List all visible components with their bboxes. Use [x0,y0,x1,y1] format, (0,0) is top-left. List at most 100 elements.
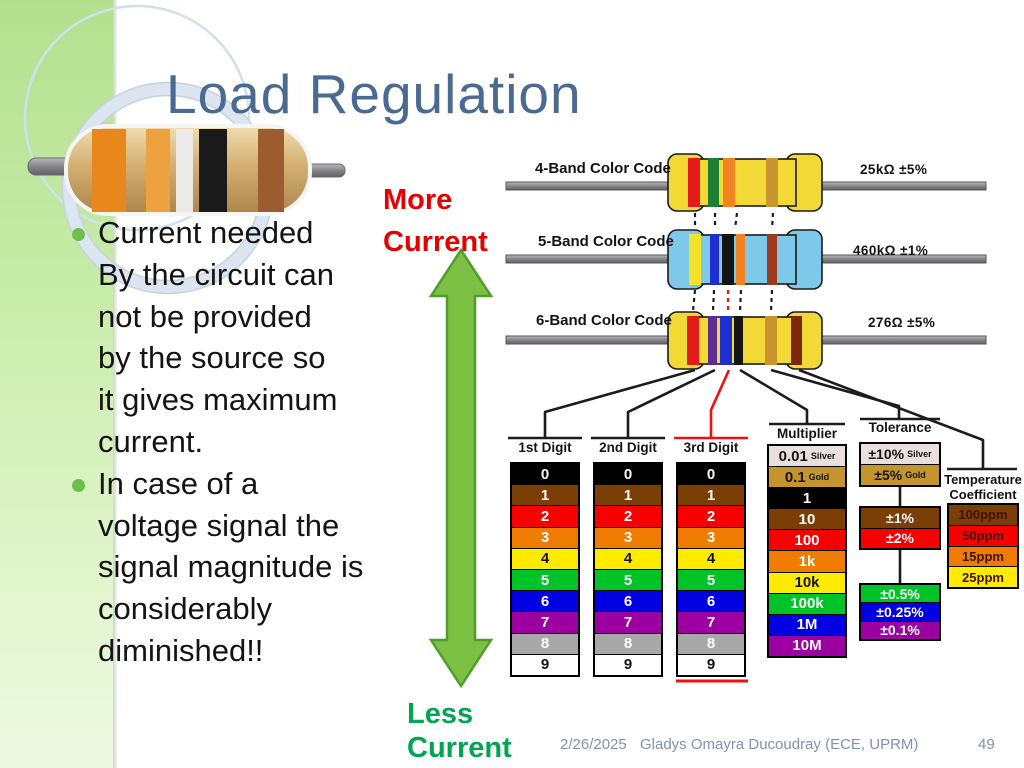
table-cell: 1k [769,550,845,572]
tempco-header: Temperature Coefficient [938,472,1024,502]
table-cell: 9 [512,653,578,676]
table-cell: 1 [595,484,661,506]
table-cell: 3 [678,526,744,548]
table-cell: 10k [769,571,845,593]
five-band-value: 460kΩ ±1% [853,243,929,258]
tempco-header-line2: Coefficient [949,487,1017,502]
digit-column-header: 1st Digit [518,440,572,455]
bullet-line: it gives maximum [98,382,338,418]
table-cell: 1 [512,484,578,506]
table-cell: 9 [678,653,744,676]
table-cell: 9 [595,653,661,676]
more-current-line: More [383,184,453,216]
table-cell: 25ppm [949,566,1017,587]
strip-shadow-divider [113,0,117,768]
dashed-connectors [691,212,775,312]
less-current-line: Less [407,698,474,730]
table-cell: 5 [678,569,744,591]
fanout-lines [508,368,1017,583]
less-current-line: Current [407,732,512,764]
bullet-list: Current needed By the circuit can not be p… [72,212,408,672]
bullet-line: current. [98,423,204,459]
bullet-dot [72,478,85,492]
bullet-line: By the circuit can [98,256,335,292]
bullet-line: In case of a [98,465,259,501]
table-cell: 100 [769,529,845,551]
more-less-current-arrow [428,247,494,689]
digit-column-header: 3rd Digit [683,440,739,455]
multiplier-header: Multiplier [777,426,837,441]
bullet-line: not be provided [98,298,312,334]
table-cell: 4 [595,547,661,570]
table-cell: 8 [678,632,744,654]
table-cell: 7 [595,611,661,633]
footer-page-number: 49 [978,736,995,753]
table-cell: ±0.1% [861,620,939,639]
cell-suffix: Silver [810,451,836,462]
resistor-bands [687,158,802,365]
table-cell: ±2% [861,527,939,548]
table-cell: 1 [678,484,744,506]
table-cell: 2 [512,505,578,527]
table-cell: 5 [595,569,661,591]
resistor-photo [27,124,346,216]
table-cell: ±5%Gold [861,464,939,485]
bullet-line: Current needed [98,215,314,250]
tolerance-group: ±0.5%±0.25%±0.1% [859,583,941,641]
table-cell: 5 [512,569,578,591]
table-cell: 0 [512,464,578,485]
table-cell: 8 [512,632,578,654]
bullet-line: diminished!! [98,632,264,668]
more-current-line: Current [383,226,488,258]
bullet-line: considerably [98,591,273,627]
tolerance-group: ±1%±2% [859,506,941,550]
four-band-label: 4-Band Color Code [535,160,671,177]
bullet-text: Current needed By the circuit can not be p… [98,212,337,463]
footer-author: Gladys Omayra Ducoudray (ECE, UPRM) [640,736,919,753]
table-cell: 7 [678,611,744,633]
table-cell: 4 [512,547,578,570]
four-band-value: 25kΩ ±5% [860,162,928,177]
table-cell: 50ppm [949,524,1017,546]
table-cell: ±0.5% [861,585,939,603]
footer-date: 2/26/2025 [560,736,627,753]
six-band-label: 6-Band Color Code [536,312,672,329]
bullet-line: by the source so [98,340,326,376]
table-cell: 3 [595,526,661,548]
table-cell: ±10%Silver [861,444,939,464]
table-cell: 3 [512,526,578,548]
cell-suffix: Gold [905,470,926,480]
cell-suffix: Silver [907,449,932,459]
table-cell: 0 [595,464,661,485]
table-cell: 8 [595,632,661,654]
bullet-line: voltage signal the [98,507,340,543]
table-cell: 2 [595,505,661,527]
table-cell: 2 [678,505,744,527]
table-cell: 4 [678,547,744,570]
page-title: Load Regulation [166,63,582,125]
table-cell: 15ppm [949,545,1017,567]
table-cell: ±1% [861,508,939,528]
table-cell: 7 [512,611,578,633]
table-cell: ±0.25% [861,602,939,621]
table-cell: 10M [769,634,845,656]
tolerance-header: Tolerance [868,420,932,435]
table-cell: 10 [769,508,845,530]
table-cell: 1 [769,487,845,509]
tempco-header-line1: Temperature [944,472,1022,487]
table-cell: 1M [769,613,845,635]
table-cell: 6 [512,590,578,612]
digit-column-header: 2nd Digit [599,440,657,455]
